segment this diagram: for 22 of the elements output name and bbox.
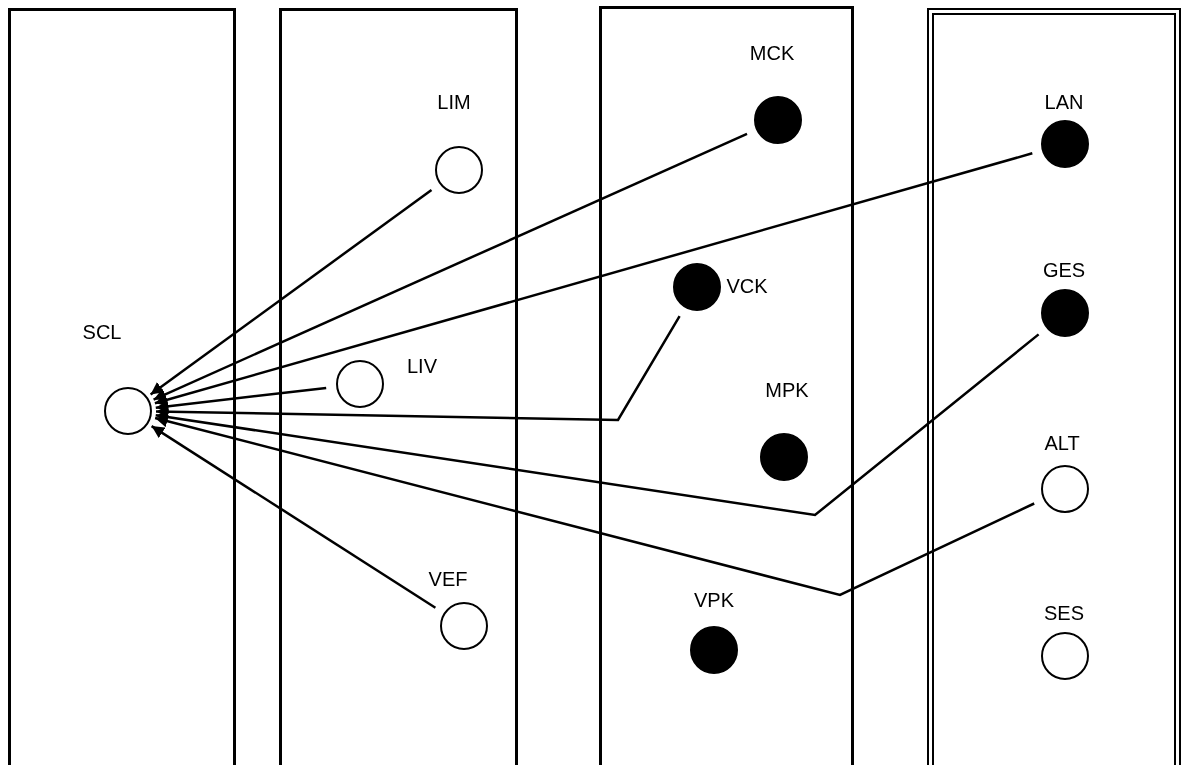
node-label: LIV xyxy=(407,354,437,378)
node-label: VPK xyxy=(694,588,734,612)
node-label: VEF xyxy=(428,567,468,591)
arrow xyxy=(154,152,1033,406)
arrow xyxy=(150,425,437,609)
arrow xyxy=(155,333,1040,517)
node-label: SCL xyxy=(82,320,122,344)
arrow xyxy=(149,189,433,396)
column-panel xyxy=(927,8,1181,765)
node-label: VCK xyxy=(726,274,768,298)
node-label: MPK xyxy=(765,378,809,402)
node-label: GES xyxy=(1042,258,1086,282)
node-label: SES xyxy=(1044,601,1084,625)
column-panel xyxy=(8,8,236,765)
column-panel xyxy=(599,6,854,765)
arrow xyxy=(153,132,748,401)
node-label: MCK xyxy=(749,41,795,65)
node-label: ALT xyxy=(1044,431,1080,455)
node-label: LIM xyxy=(437,90,471,114)
column-panel xyxy=(279,8,518,765)
node-label: LAN xyxy=(1044,90,1084,114)
arrow xyxy=(154,415,1035,597)
